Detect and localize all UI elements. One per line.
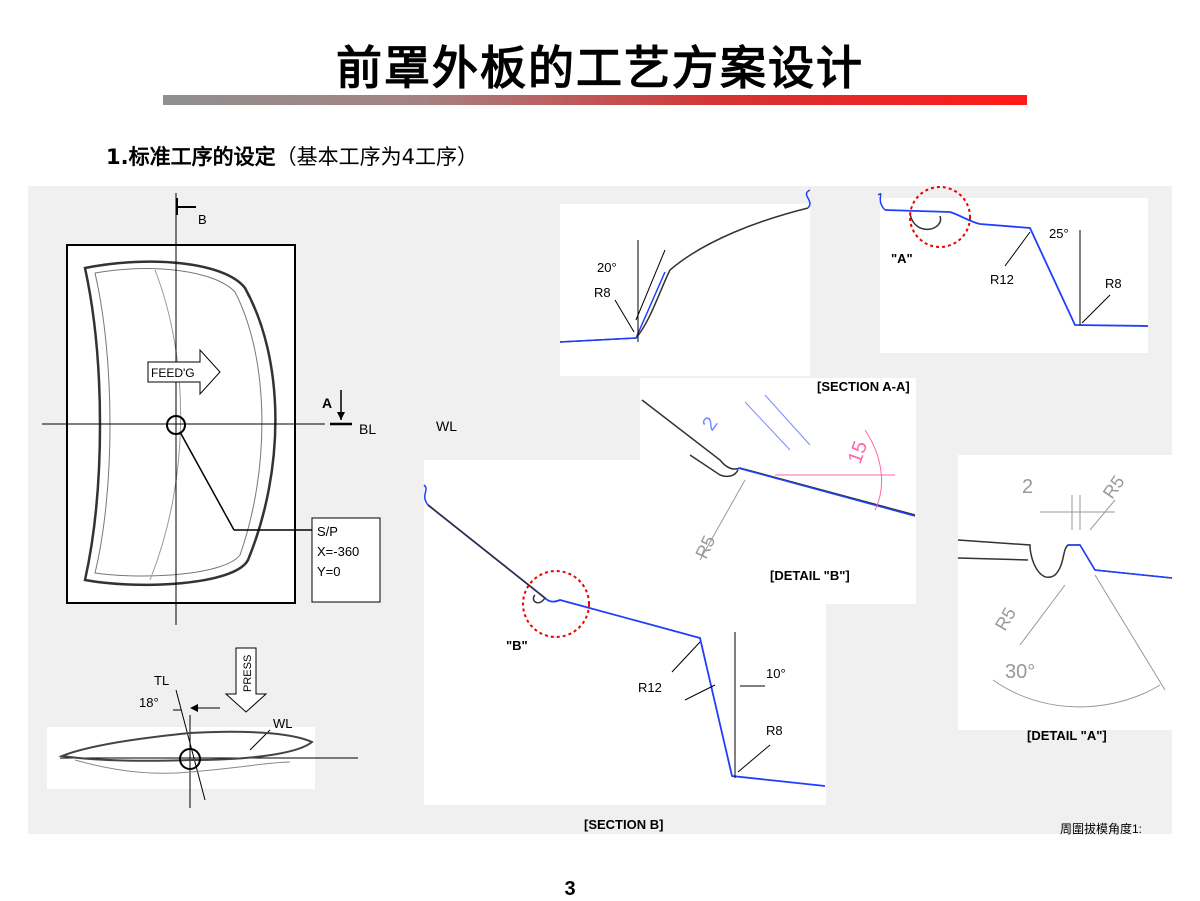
section-aa-profile [884, 209, 1149, 327]
section-aa-label: [SECTION A-A] [817, 379, 910, 394]
section-b-profile [427, 504, 826, 787]
angle-30-label: 30° [1005, 661, 1035, 683]
angle-20-label: 20° [597, 260, 617, 275]
stamping-point-marker [166, 415, 186, 435]
detail-a-panel [958, 455, 1172, 730]
r8-left-label: R8 [594, 285, 611, 300]
feed-label: FEED'G [151, 366, 195, 380]
detail-b-label: [DETAIL "B"] [770, 568, 850, 583]
r8-top-label: R8 [1105, 276, 1122, 291]
page-number: 3 [564, 878, 576, 900]
b-marker-label: B [198, 212, 207, 227]
r12-b-label: R12 [638, 680, 662, 695]
detail-a-callout [909, 186, 971, 248]
footnote-text: 周圍拔模角度1: [1060, 821, 1142, 836]
bl-label: BL [359, 421, 376, 437]
angle-18-label: 18° [139, 695, 159, 710]
sp-line1: S/P [317, 524, 338, 539]
subtitle-normal: （基本工序为4工序） [275, 145, 478, 169]
r8-section-profile [559, 207, 809, 343]
side-stamping-point [179, 748, 201, 770]
detail-b-callout [522, 570, 590, 638]
a-marker-label: A [322, 395, 332, 411]
side-view-profile [58, 730, 314, 774]
detail-a-profile [957, 539, 1173, 579]
detail-a-label: [DETAIL "A"] [1027, 728, 1107, 743]
section-b-panel [424, 460, 826, 805]
section-subtitle: 1.标准工序的设定（基本工序为4工序） [106, 141, 478, 171]
feed-arrow [147, 348, 221, 396]
subtitle-number: 1. [106, 145, 129, 169]
subtitle-bold: 标准工序的设定 [128, 145, 276, 169]
sp-callout-box [311, 517, 381, 603]
detail-b-ref: "B" [506, 638, 528, 653]
r8-b-label: R8 [766, 723, 783, 738]
plan-view [83, 260, 277, 587]
sp-line3: Y=0 [317, 564, 341, 579]
angle-25-label: 25° [1049, 226, 1069, 241]
wl-side-label: WL [273, 716, 293, 731]
press-arrow [224, 647, 268, 713]
sp-leader-line [179, 431, 235, 531]
sp-line2: X=-360 [317, 544, 359, 559]
section-aa-panel [880, 198, 1148, 353]
dim-2-a-label: 2 [1022, 476, 1033, 498]
tl-label: TL [154, 673, 169, 688]
r8-section-panel [560, 204, 810, 376]
angle-10-label: 10° [766, 666, 786, 681]
press-label: PRESS [242, 655, 254, 692]
section-b-label: [SECTION B] [584, 817, 663, 832]
r12-top-label: R12 [990, 272, 1014, 287]
title-underline [163, 95, 1027, 105]
wl-label: WL [436, 418, 457, 434]
detail-a-ref: "A" [891, 251, 913, 266]
page-title: 前罩外板的工艺方案设计 [336, 41, 864, 95]
